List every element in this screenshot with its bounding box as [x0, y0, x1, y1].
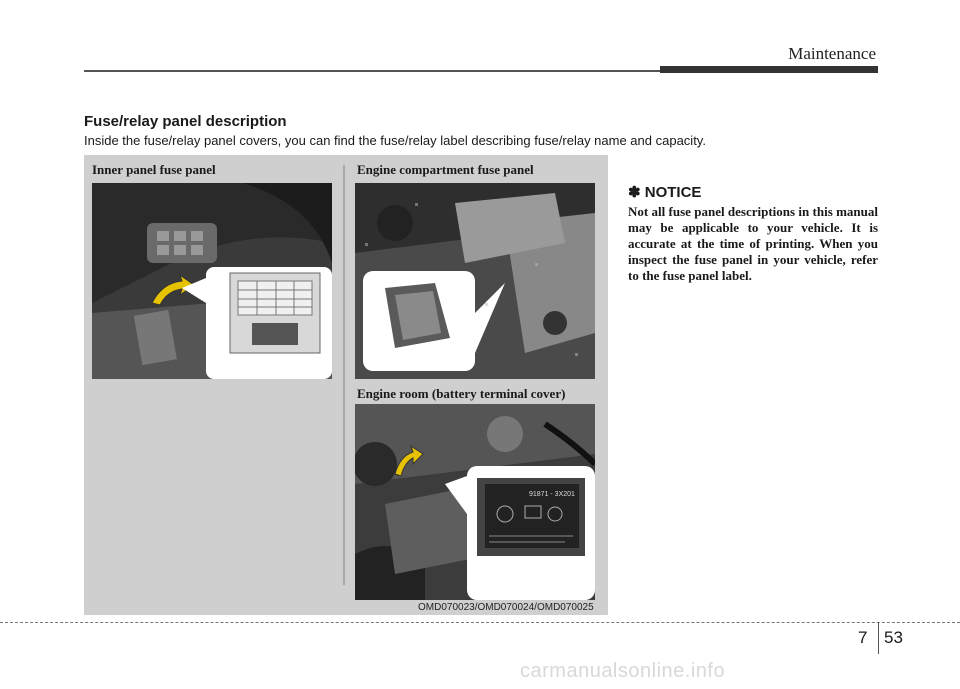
cover-part-number: 91871 - 3X201	[529, 491, 575, 498]
inner-panel-caption: Inner panel fuse panel	[92, 162, 216, 177]
header-rule-accent	[660, 66, 878, 73]
inner-panel-photo	[92, 183, 332, 379]
notice-title: ✽ NOTICE	[628, 184, 702, 201]
footer-rule	[0, 622, 960, 623]
battery-cover-caption: Engine room (battery terminal cover)	[357, 386, 566, 401]
figure-divider	[343, 165, 345, 585]
intro-text: Inside the fuse/relay panel covers, you …	[84, 133, 706, 148]
page-number-separator	[878, 622, 879, 654]
engine-panel-caption: Engine compartment fuse panel	[357, 162, 534, 177]
engine-panel-photo	[355, 183, 595, 379]
figure-code: OMD070023/OMD070024/OMD070025	[418, 602, 594, 613]
section-title: Maintenance	[788, 44, 876, 63]
page-heading: Fuse/relay panel description	[84, 113, 287, 130]
page-number: 53	[884, 628, 903, 647]
battery-cover-photo: 91871 - 3X201	[355, 404, 595, 600]
chapter-number: 7	[858, 628, 868, 647]
header-rule	[84, 70, 664, 72]
notice-body: Not all fuse panel descriptions in this …	[628, 204, 878, 283]
watermark: carmanualsonline.info	[520, 660, 726, 682]
